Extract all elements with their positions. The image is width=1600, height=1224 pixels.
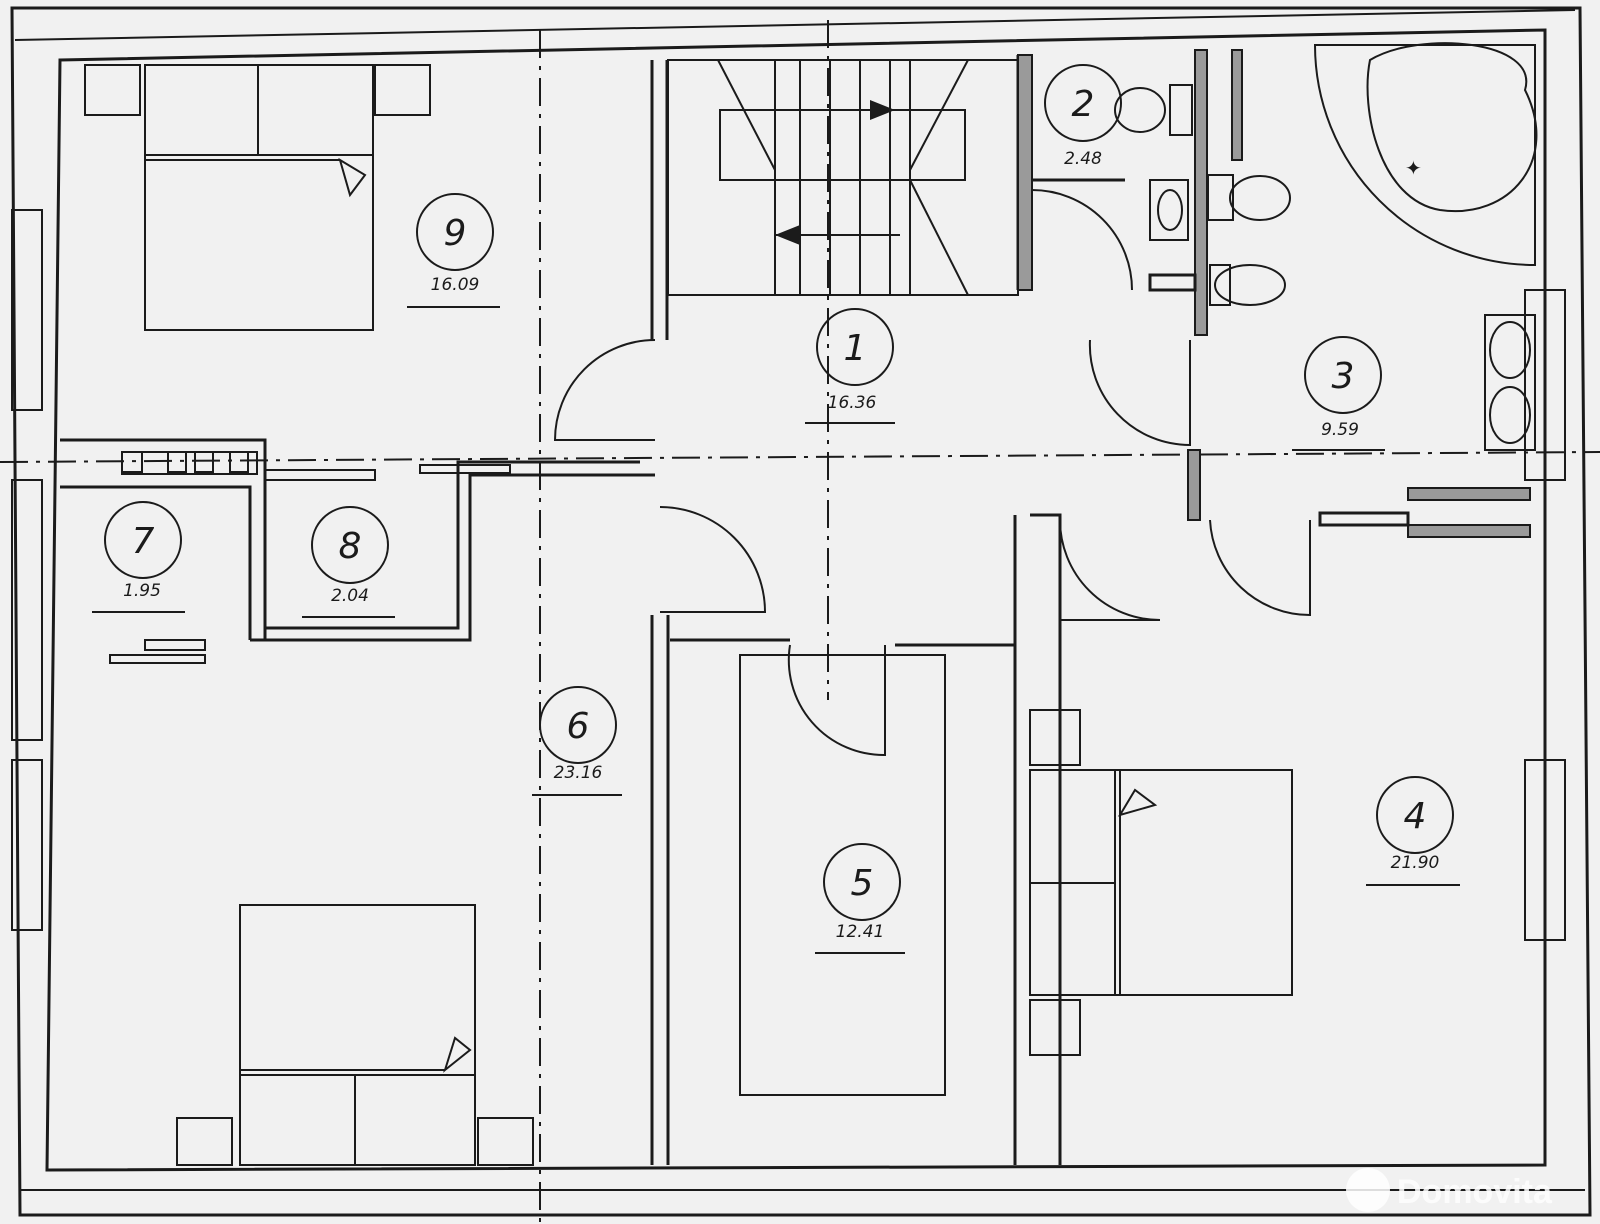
- room-number: 4: [1404, 796, 1427, 837]
- room-label-1: 1 16.36: [805, 308, 895, 424]
- door-swings: [553, 189, 1311, 757]
- room-area: 9.59: [1321, 420, 1359, 440]
- room-area: 12.41: [836, 922, 885, 942]
- room-label-2: 2 2.48: [1044, 64, 1122, 169]
- room-area: 16.36: [828, 393, 877, 413]
- room-label-8: 8 2.04: [302, 506, 395, 618]
- room-number: 1: [844, 328, 867, 369]
- room-number: 2: [1072, 84, 1095, 125]
- room-area: 16.09: [431, 275, 480, 295]
- room-area: 1.95: [123, 581, 161, 601]
- room-number: 9: [444, 213, 467, 254]
- watermark: Domovita: [1346, 1168, 1553, 1212]
- room-number: 6: [567, 706, 590, 747]
- room-area: 21.90: [1391, 853, 1440, 873]
- room-labels: 1 16.36 2 2.48 3 9.59 4 21.90 5 12.41: [92, 64, 1460, 954]
- room-label-5: 5 12.41: [815, 843, 905, 954]
- room-number: 5: [851, 863, 874, 904]
- room-label-9: 9 16.09: [407, 193, 500, 308]
- outer-walls: [10, 6, 1592, 1217]
- room-area: 2.48: [1064, 149, 1102, 169]
- room-area: 2.04: [331, 586, 369, 606]
- room-number: 3: [1332, 356, 1355, 397]
- watermark-logo-icon: [1346, 1168, 1390, 1212]
- room-number: 7: [132, 521, 155, 562]
- furniture: [84, 64, 1293, 1166]
- staircase: [667, 59, 1019, 296]
- room-label-3: 3 9.59: [1292, 336, 1385, 451]
- bathroom-fixtures: ✦: [1114, 42, 1538, 451]
- room-label-7: 7 1.95: [92, 501, 185, 613]
- watermark-text: Domovita: [1397, 1173, 1553, 1211]
- room-label-4: 4 21.90: [1366, 776, 1460, 886]
- axis-lines: [0, 20, 1600, 1224]
- svg-text:✦: ✦: [1405, 156, 1422, 180]
- room-number: 8: [339, 526, 362, 567]
- room-label-6: 6 23.16: [532, 686, 622, 796]
- room-area: 23.16: [554, 763, 603, 783]
